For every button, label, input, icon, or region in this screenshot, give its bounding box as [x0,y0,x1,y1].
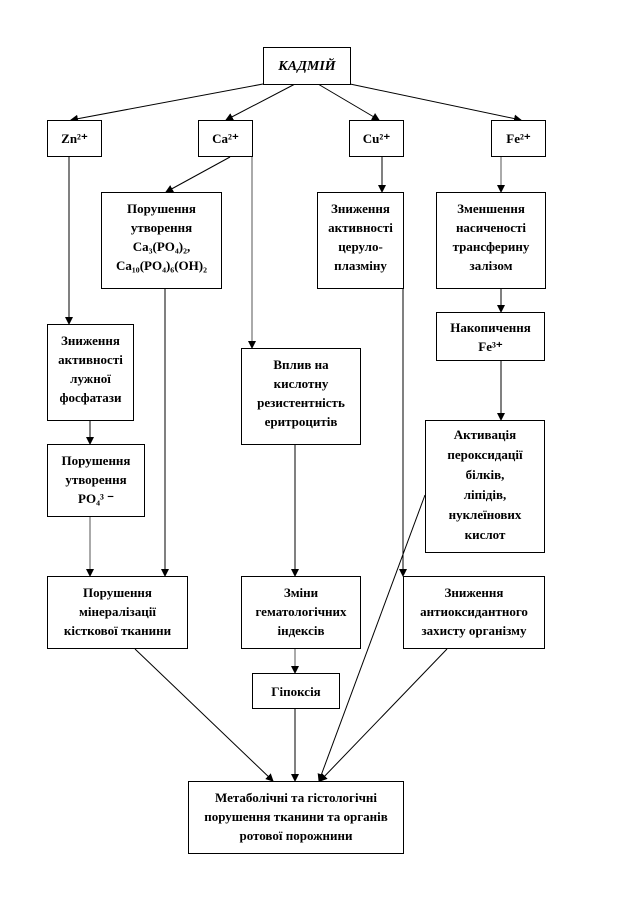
transferrin-box: Зменшення насиченості трансферину залізо… [436,192,546,289]
mineralization-label: Порушення мінералізації кісткової тканин… [63,585,172,638]
alk-phosphatase-label: Зниження активності лужної фосфатази [58,333,123,405]
erythrocytes-box: Вплив на кислотну резистентність еритроц… [241,348,361,445]
hypoxia-box: Гіпоксія [252,673,340,709]
arrow-antioxidant-final [319,648,448,782]
peroxidation-label: Активація пероксидації білків, ліпідів, … [447,427,523,542]
arrow-cadmium-fe [349,83,522,123]
zn-box: Zn²⁺ [47,120,102,157]
fe3-box: Накопичення Fe³⁺ [436,312,545,361]
ca-phosphate-box: Порушення утворення Ca₃(PO₄)₂, Ca₁₀(PO₄)… [101,192,222,289]
antioxidant-label: Зниження антиоксидантного захисту органі… [420,585,528,638]
fe3-label: Накопичення Fe³⁺ [450,319,531,354]
alk-phosphatase-box: Зниження активності лужної фосфатази [47,324,134,421]
ca-box: Ca²⁺ [198,120,253,157]
final-outcome-box: Метаболічні та гістологічні порушення тк… [188,781,404,854]
arrow-cadmium-zn [70,83,264,123]
arrow-mineralization-final [134,648,274,782]
mineralization-box: Порушення мінералізації кісткової тканин… [47,576,188,649]
po4-label: Порушення утворення PO₄³ ⁻ [61,453,131,506]
hypoxia-label: Гіпоксія [271,683,321,699]
ca-phosphate-label: Порушення утворення Ca₃(PO₄)₂, Ca₁₀(PO₄)… [116,201,207,273]
arrow-ca-phosphate [165,156,231,193]
zn-label: Zn²⁺ [61,131,88,146]
fe-box: Fe²⁺ [491,120,546,157]
po4-box: Порушення утворення PO₄³ ⁻ [47,444,145,517]
cadmium-box: КАДМІЙ [263,47,351,85]
ceruloplasmin-label: Зниження активності церуло- плазміну [328,201,393,273]
cadmium-label: КАДМІЙ [278,58,336,74]
transferrin-label: Зменшення насиченості трансферину залізо… [452,201,530,273]
cu-box: Cu²⁺ [349,120,404,157]
fe-label: Fe²⁺ [506,131,531,146]
arrow-cadmium-ca [225,83,296,121]
cu-label: Cu²⁺ [362,131,391,146]
hematology-box: Зміни гематологічних індексів [241,576,361,649]
antioxidant-box: Зниження антиоксидантного захисту органі… [403,576,545,649]
peroxidation-box: Активація пероксидації білків, ліпідів, … [425,420,545,553]
final-outcome-label: Метаболічні та гістологічні порушення тк… [204,790,388,843]
ceruloplasmin-box: Зниження активності церуло- плазміну [317,192,404,289]
ca-label: Ca²⁺ [212,131,239,146]
hematology-label: Зміни гематологічних індексів [255,585,347,638]
arrow-peroxidation-final [317,494,426,782]
arrow-cadmium-cu [317,83,380,121]
erythrocytes-label: Вплив на кислотну резистентність еритроц… [257,357,345,429]
